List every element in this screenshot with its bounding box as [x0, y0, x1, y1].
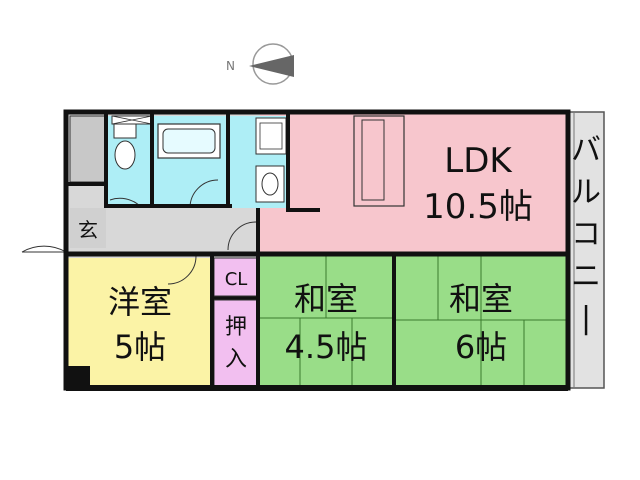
entrance-label: 玄 — [78, 218, 98, 242]
washitsu-b-name: 和室 — [449, 280, 513, 318]
toilet-bowl-icon — [114, 140, 136, 170]
western-room — [68, 258, 212, 386]
balcony-label: バルコニ | — [571, 133, 601, 336]
washitsu-b-size: 6帖 — [455, 328, 507, 366]
washbasin-icon — [255, 165, 285, 203]
shoe-cabinet — [69, 115, 107, 183]
ldk-room — [260, 112, 568, 252]
balcony-label-char: | — [581, 301, 591, 336]
compass-needle-icon — [249, 55, 294, 77]
entrance — [70, 208, 106, 248]
compass: N — [226, 43, 294, 85]
ldk-size: 10.5帖 — [423, 187, 533, 227]
entrance-door-icon — [21, 245, 67, 253]
closet-label: CL — [225, 269, 248, 290]
tatami-lines-a — [260, 254, 392, 386]
pillar — [68, 366, 90, 386]
oshiire-label-2: 入 — [225, 347, 247, 372]
washitsu-a-name: 和室 — [294, 280, 358, 318]
compass-north-label: N — [226, 59, 235, 73]
closet — [213, 257, 259, 297]
western-room-name: 洋室 — [108, 283, 172, 321]
washitsu-a-size: 4.5帖 — [285, 328, 368, 366]
ldk-name: LDK — [444, 141, 513, 181]
kitchen-sink — [361, 119, 385, 201]
toilet-tank — [113, 123, 137, 139]
balcony-label-char: バ — [571, 133, 601, 168]
balcony-label-char: コ — [571, 217, 601, 252]
western-room-size: 5帖 — [114, 328, 166, 366]
balcony-label-char: ル — [571, 175, 601, 210]
tatami-lines-b — [396, 254, 566, 386]
balcony-label-char: ニ — [571, 259, 601, 294]
oshiire-label-1: 押 — [225, 315, 247, 340]
oshiire — [213, 299, 259, 387]
